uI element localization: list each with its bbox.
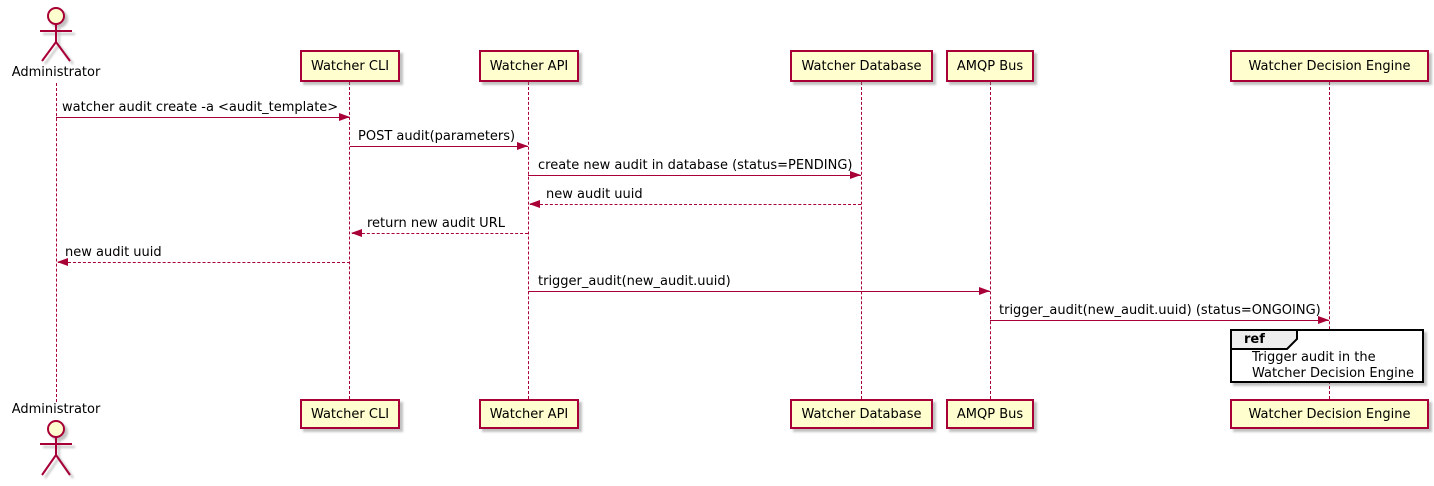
- arrowhead-icon: [517, 142, 528, 150]
- message-line: [528, 175, 861, 176]
- participant-label: Watcher API: [489, 58, 569, 74]
- actor-icon: [40, 7, 72, 62]
- lifeline-watcher-api: [528, 82, 529, 399]
- message-line: [530, 204, 861, 205]
- message-line: [58, 262, 350, 263]
- message-label: trigger_audit(new_audit.uuid) (status=ON…: [999, 303, 1321, 318]
- message-line: [352, 233, 528, 234]
- lifeline-amqp-bus: [990, 82, 991, 399]
- participant-top-amqp-bus: AMQP Bus: [946, 50, 1034, 82]
- participant-label: Watcher API: [489, 406, 569, 422]
- arrowhead-icon: [850, 171, 861, 179]
- lifeline-watcher-decision-engine: [1329, 82, 1330, 399]
- ref-text-line: Trigger audit in the: [1252, 350, 1376, 365]
- participant-bottom-watcher-cli: Watcher CLI: [300, 399, 400, 429]
- message-line: [56, 117, 350, 118]
- message-line: [350, 146, 528, 147]
- participant-bottom-watcher-database: Watcher Database: [790, 399, 933, 429]
- participant-label: AMQP Bus: [956, 58, 1024, 74]
- participant-label: Watcher Database: [801, 406, 922, 422]
- message-label: new audit uuid: [546, 187, 643, 202]
- arrowhead-icon: [529, 200, 540, 208]
- message-label: return new audit URL: [367, 216, 505, 231]
- message-line: [990, 320, 1329, 321]
- participant-bottom-amqp-bus: AMQP Bus: [946, 399, 1034, 429]
- ref-fragment: ref Trigger audit in the Watcher Decisio…: [1230, 329, 1424, 383]
- participant-label: Watcher Decision Engine: [1248, 406, 1411, 422]
- participant-label: Watcher Decision Engine: [1248, 58, 1411, 74]
- message-label: trigger_audit(new_audit.uuid): [538, 274, 731, 289]
- lifeline-administrator: [56, 83, 57, 402]
- message-label: watcher audit create -a <audit_template>: [62, 100, 339, 115]
- participant-top-watcher-api: Watcher API: [479, 50, 579, 82]
- participant-label: Watcher CLI: [310, 58, 390, 74]
- message-label: create new audit in database (status=PEN…: [538, 158, 853, 173]
- arrowhead-icon: [979, 287, 990, 295]
- participant-bottom-watcher-decision-engine: Watcher Decision Engine: [1230, 399, 1429, 429]
- participant-top-watcher-decision-engine: Watcher Decision Engine: [1230, 50, 1429, 82]
- actor-label-bottom: Administrator: [11, 402, 101, 417]
- lifeline-watcher-cli: [349, 82, 350, 399]
- message-label: POST audit(parameters): [358, 129, 516, 144]
- ref-keyword: ref: [1244, 332, 1265, 347]
- arrowhead-icon: [57, 258, 68, 266]
- arrowhead-icon: [339, 113, 350, 121]
- message-label: new audit uuid: [65, 245, 162, 260]
- participant-label: Watcher CLI: [310, 406, 390, 422]
- participant-top-watcher-database: Watcher Database: [790, 50, 933, 82]
- lifeline-watcher-database: [861, 82, 862, 399]
- message-line: [528, 291, 990, 292]
- participant-bottom-watcher-api: Watcher API: [479, 399, 579, 429]
- actor-label-top: Administrator: [11, 65, 101, 80]
- arrowhead-icon: [1318, 316, 1329, 324]
- participant-top-watcher-cli: Watcher CLI: [300, 50, 400, 82]
- participant-label: AMQP Bus: [956, 406, 1024, 422]
- ref-tab-icon: [1230, 329, 1298, 350]
- participant-label: Watcher Database: [801, 58, 922, 74]
- ref-text-line: Watcher Decision Engine: [1252, 366, 1414, 381]
- actor-icon: [40, 420, 72, 476]
- arrowhead-icon: [351, 229, 362, 237]
